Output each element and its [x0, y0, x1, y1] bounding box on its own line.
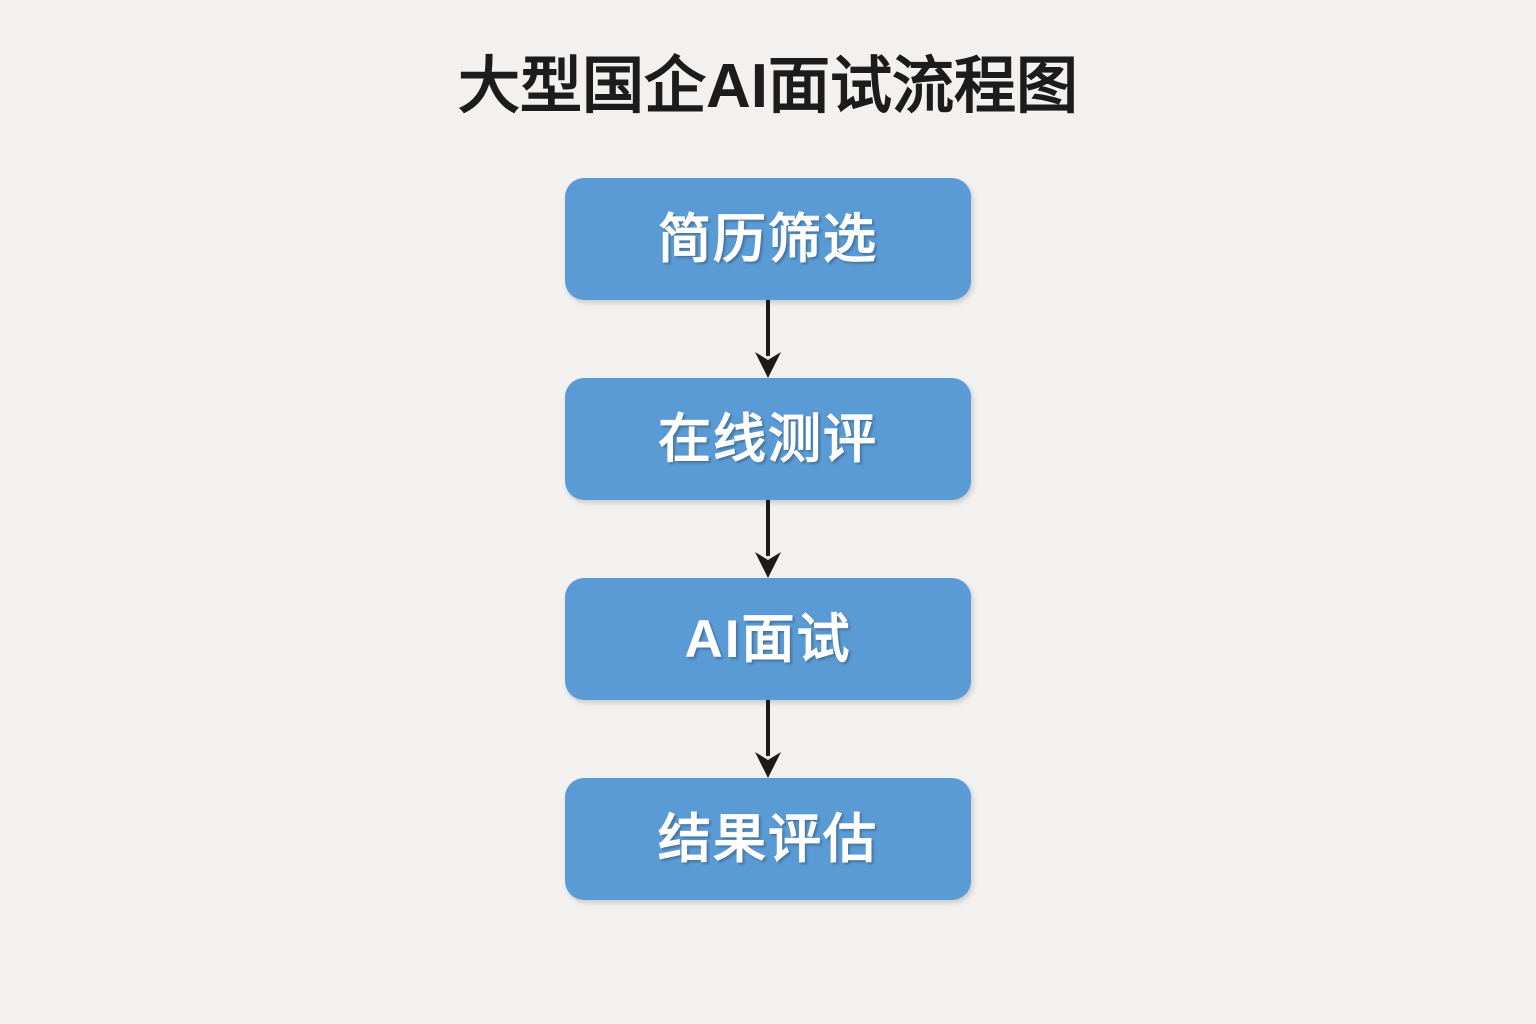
flow-node-resume-screening[interactable]: 简历筛选: [565, 178, 971, 300]
flow-node-label: 结果评估: [658, 809, 878, 869]
flow-arrow-down-icon: [755, 500, 781, 578]
flow-node-label: 简历筛选: [658, 209, 878, 269]
page-title: 大型国企AI面试流程图: [457, 52, 1078, 121]
flow-node-online-assessment[interactable]: 在线测评: [565, 378, 971, 500]
flow-node-label: AI面试: [684, 609, 852, 669]
flow-node-ai-interview[interactable]: AI面试: [565, 578, 971, 700]
flow-node-result-evaluation[interactable]: 结果评估: [565, 778, 971, 900]
flow-arrow-down-icon: [755, 700, 781, 778]
flow-node-label: 在线测评: [658, 409, 878, 469]
flowchart-node-column: 简历筛选 在线测评 AI面试: [565, 178, 971, 900]
flow-arrow-down-icon: [755, 300, 781, 378]
